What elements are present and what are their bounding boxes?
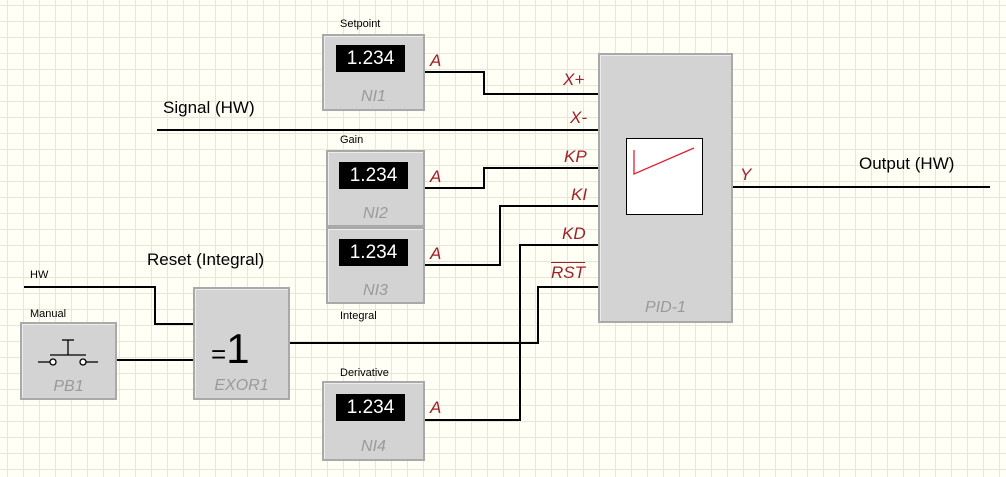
pb1-block-name: PB1 — [53, 378, 84, 395]
ni3-output-pin: A — [430, 244, 442, 263]
hw-label: HW — [30, 269, 49, 281]
reset-integral-label: Reset (Integral) — [147, 250, 265, 269]
pid-input-x-plus: X+ — [563, 70, 585, 89]
output-hw-label: Output (HW) — [859, 154, 955, 173]
exor1-logic-block[interactable]: =1 EXOR1 — [193, 287, 290, 400]
gain-label: Gain — [340, 134, 364, 146]
wire-exor-to-rst — [290, 286, 598, 344]
ni1-output-pin: A — [430, 51, 442, 70]
ni2-block-name: NI2 — [363, 205, 388, 222]
exor1-block-name: EXOR1 — [214, 377, 269, 394]
manual-label: Manual — [30, 308, 67, 320]
exor-symbol-one: 1 — [226, 325, 250, 372]
wire-hw-to-exor — [24, 286, 193, 325]
ni3-value-display[interactable]: 1.234 — [339, 239, 408, 266]
ni4-block-name: NI4 — [361, 438, 386, 455]
exor-symbol-equals: = — [211, 339, 227, 369]
pid-output-y: Y — [740, 165, 752, 184]
setpoint-label: Setpoint — [340, 18, 381, 30]
ni3-block-name: NI3 — [363, 282, 388, 299]
ni1-block-name: NI1 — [361, 88, 386, 105]
ni1-value-display[interactable]: 1.234 — [336, 45, 405, 72]
pid-input-rst: RST — [551, 263, 585, 282]
push-button-switch-icon — [38, 339, 98, 366]
step-response-trend-icon — [626, 138, 703, 215]
ni2-numeric-input-block[interactable]: 1.234 NI2 — [326, 150, 425, 227]
derivative-label: Derivative — [340, 367, 389, 379]
wire-gain-to-kp — [424, 167, 598, 189]
ni2-value-display[interactable]: 1.234 — [339, 162, 408, 189]
ni4-numeric-input-block[interactable]: 1.234 NI4 — [322, 381, 425, 461]
wire-derivative-to-kd — [424, 244, 598, 421]
wire-integral-gain-to-ki — [424, 205, 598, 266]
exor-symbol: =1 — [211, 325, 250, 373]
ni2-output-pin: A — [430, 167, 442, 186]
pid-input-x-minus: X- — [570, 108, 587, 127]
pb1-push-button-block[interactable]: PB1 — [20, 322, 117, 400]
wire-setpoint-to-x-plus — [424, 71, 598, 95]
ni4-output-pin: A — [430, 398, 442, 417]
pid1-controller-block[interactable]: PID-1 — [598, 53, 733, 323]
ni4-value-display[interactable]: 1.234 — [336, 394, 405, 421]
pid-input-kd: KD — [562, 224, 586, 243]
ni3-numeric-input-block[interactable]: 1.234 NI3 — [326, 227, 425, 304]
pid-input-ki: KI — [571, 185, 588, 204]
ni1-numeric-input-block[interactable]: 1.234 NI1 — [322, 34, 425, 111]
pid-input-kp: KP — [564, 147, 587, 166]
signal-hw-label: Signal (HW) — [163, 98, 255, 117]
pid1-block-name: PID-1 — [645, 299, 686, 316]
integral-label: Integral — [340, 310, 377, 322]
